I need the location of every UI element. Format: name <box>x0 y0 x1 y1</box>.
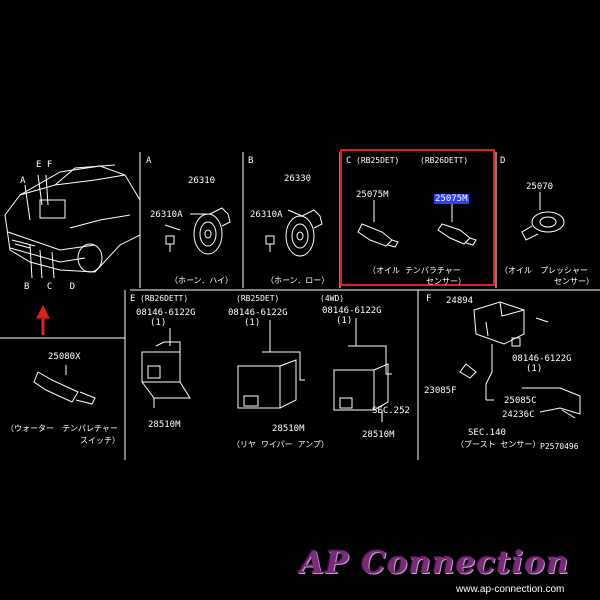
highlight-box <box>340 149 495 286</box>
panel-d-caption-2: センサー） <box>554 277 594 286</box>
panel-f-caption: （ブースト センサー） <box>456 440 541 449</box>
panel-d-letter: D <box>500 156 506 166</box>
engine-rb26dett: (RB26DETT) <box>420 156 469 165</box>
rear-wiper-amp-icon <box>141 328 191 408</box>
bolt-08146-6122g-3[interactable]: 08146-6122G <box>322 306 382 316</box>
bolt-08146-6122g-2[interactable]: 08146-6122G <box>228 308 288 318</box>
part-number-23085f[interactable]: 23085F <box>424 386 457 396</box>
panel-a-letter: A <box>146 156 152 166</box>
bolt-08146-6122g-f[interactable]: 08146-6122G <box>512 354 572 364</box>
car-illustration <box>4 164 141 279</box>
part-number-26310a[interactable]: 26310A <box>150 210 183 220</box>
bolt-qty-3: (1) <box>336 316 353 326</box>
part-number-24894[interactable]: 24894 <box>446 296 474 306</box>
car-label-e-f: E F <box>36 160 53 170</box>
horn-high-icon <box>164 207 231 255</box>
panel-c-caption-2: センサー） <box>426 277 466 286</box>
engine-rb25det: (RB25DET) <box>356 156 400 165</box>
part-number-25075m-left[interactable]: 25075M <box>356 190 389 200</box>
part-number-25085c[interactable]: 25085C <box>504 396 537 406</box>
panel-c-caption-1: （オイル テンパラチャー <box>368 266 461 275</box>
part-number-24236c[interactable]: 24236C <box>502 410 535 420</box>
part-number-26310a-b[interactable]: 26310A <box>250 210 283 220</box>
panel-f-letter: F <box>426 294 432 304</box>
part-number-28510m-2[interactable]: 28510M <box>272 424 305 434</box>
panel-b-caption: （ホーン．ロー） <box>266 276 330 285</box>
car-label-b-c-d: B C D <box>24 282 82 292</box>
panel-e-caption: （リヤ ワイパー アンプ） <box>232 440 329 449</box>
rear-wiper-amp-icon <box>237 320 305 409</box>
part-number-25070[interactable]: 25070 <box>526 182 554 192</box>
oil-temp-sensor-icon <box>357 200 399 248</box>
part-number-28510m-3[interactable]: 28510M <box>362 430 395 440</box>
water-temp-caption-2: スイッチ） <box>80 436 120 445</box>
part-number-28510m-1[interactable]: 28510M <box>148 420 181 430</box>
panel-d-caption-1: （オイル プレッシャー <box>500 266 588 275</box>
diagram-ref-number: P2570496 <box>540 442 579 451</box>
car-label-a: A <box>20 176 26 186</box>
boost-sensor-icon <box>459 301 581 419</box>
part-number-26330[interactable]: 26330 <box>284 174 312 184</box>
engine-rb25det-e: (RB25DET) <box>236 294 280 303</box>
website-url[interactable]: www.ap-connection.com <box>456 584 565 595</box>
panel-a-caption: （ホーン．ハイ） <box>170 276 234 285</box>
bolt-qty-2: (1) <box>244 318 261 328</box>
oil-pressure-sensor-icon <box>521 192 565 241</box>
part-number-25080x[interactable]: 25080X <box>48 352 81 362</box>
part-number-25075m-highlighted[interactable]: 25075M <box>434 194 469 204</box>
water-temp-caption-1: （ウォーター テンパレチャー <box>6 424 118 433</box>
engine-rb26dett-e: (RB26DETT) <box>140 294 189 303</box>
horn-low-icon <box>265 209 323 257</box>
panel-e-letter: E <box>130 294 136 304</box>
bolt-qty-f: (1) <box>526 364 543 374</box>
sec-252[interactable]: SEC.252 <box>372 406 410 416</box>
panel-b-letter: B <box>248 156 254 166</box>
bolt-08146-6122g-1[interactable]: 08146-6122G <box>136 308 196 318</box>
ap-connection-logo: AP Connection <box>300 545 570 581</box>
rear-wiper-amp-icon <box>333 318 392 422</box>
water-temp-switch-icon <box>33 365 96 405</box>
red-arrow-icon <box>36 304 50 335</box>
drive-4wd: (4WD) <box>320 294 345 303</box>
sec-140[interactable]: SEC.140 <box>468 428 506 438</box>
oil-temp-sensor-icon <box>437 204 477 246</box>
bolt-qty-1: (1) <box>150 318 167 328</box>
panel-c-letter: C <box>346 156 352 166</box>
part-number-26310[interactable]: 26310 <box>188 176 216 186</box>
